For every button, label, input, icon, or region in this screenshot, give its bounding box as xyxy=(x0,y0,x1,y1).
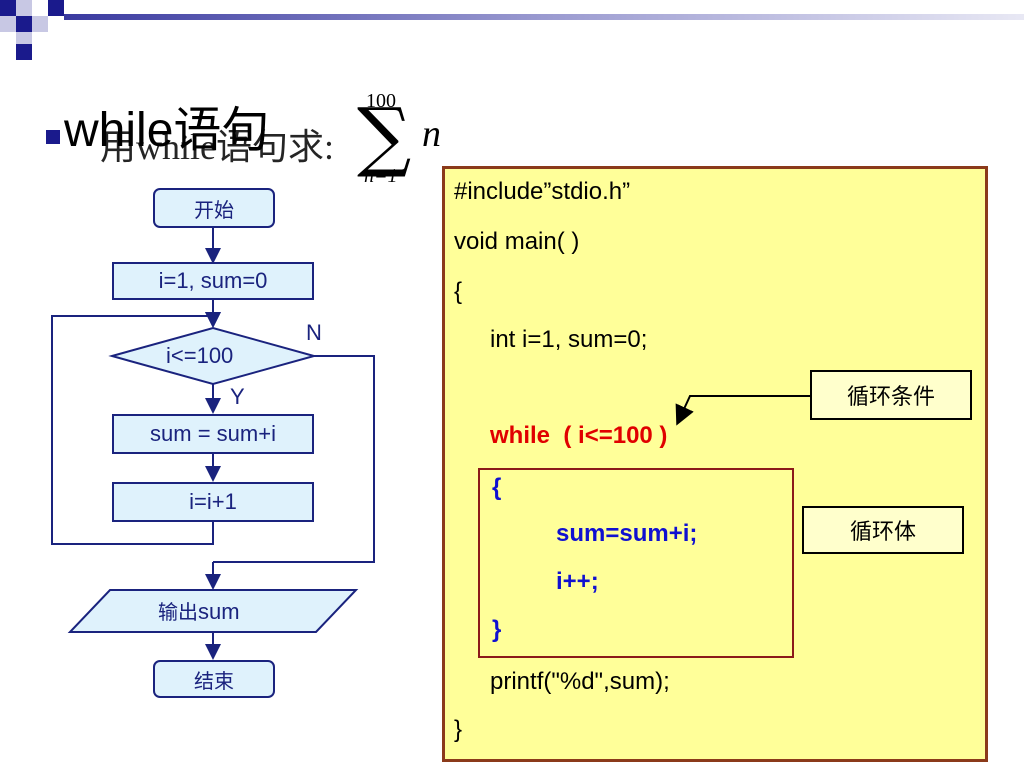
code-loop-open: { xyxy=(492,474,502,501)
sum-variable: n xyxy=(422,113,441,155)
flow-condition-text: i<=100 xyxy=(166,343,234,368)
callout-body: 循环体 xyxy=(802,506,964,554)
code-panel xyxy=(442,166,988,762)
header-decoration xyxy=(0,0,1024,60)
code-include: #include”stdio.h” xyxy=(454,178,631,205)
callout-arrow xyxy=(675,395,810,426)
sum-lower-limit: n=1 xyxy=(364,165,398,187)
condition-diamond xyxy=(108,326,318,386)
flow-end: 结束 xyxy=(153,660,275,698)
code-while-keyword: while xyxy=(490,422,551,449)
code-while-line: while ( i<=100 ) xyxy=(490,422,667,450)
flow-body1: sum = sum+i xyxy=(112,414,314,454)
loop-body-box xyxy=(478,468,794,658)
flowchart-connectors xyxy=(51,226,375,660)
flow-no-label: N xyxy=(306,320,322,345)
output-parallelogram xyxy=(67,589,359,633)
flow-body2: i=i+1 xyxy=(112,482,314,522)
flow-output-cjk: 输出 xyxy=(158,600,198,624)
exit-line xyxy=(213,355,375,563)
sum-upper-limit: 100 xyxy=(366,90,396,112)
flow-output-var: sum xyxy=(198,599,240,624)
code-while-condition: ( i<=100 ) xyxy=(563,422,668,449)
sigma-symbol: ∑ xyxy=(357,91,412,180)
flow-yes-label: Y xyxy=(230,384,245,409)
callout-condition: 循环条件 xyxy=(810,370,972,420)
title-latin: while xyxy=(64,104,174,157)
code-printf: printf("%d",sum); xyxy=(490,668,670,695)
code-loop-close: } xyxy=(492,616,502,643)
flow-init: i=1, sum=0 xyxy=(112,262,314,300)
code-decl: int i=1, sum=0; xyxy=(490,326,648,353)
title-cjk: 语句 xyxy=(173,102,270,158)
title-bullet xyxy=(46,130,60,144)
code-close-brace: } xyxy=(454,716,463,743)
code-inc-stmt: i++; xyxy=(556,568,599,595)
page-title: while语句 xyxy=(64,90,269,160)
flow-start: 开始 xyxy=(153,188,275,228)
flow-output-text: 输出sum xyxy=(158,596,240,625)
code-main: void main( ) xyxy=(454,228,580,255)
title-subtitle: 用while语句求: xyxy=(100,127,334,167)
loop-back-line xyxy=(51,315,214,545)
code-sum-stmt: sum=sum+i; xyxy=(556,520,698,547)
code-open-brace: { xyxy=(454,278,463,305)
